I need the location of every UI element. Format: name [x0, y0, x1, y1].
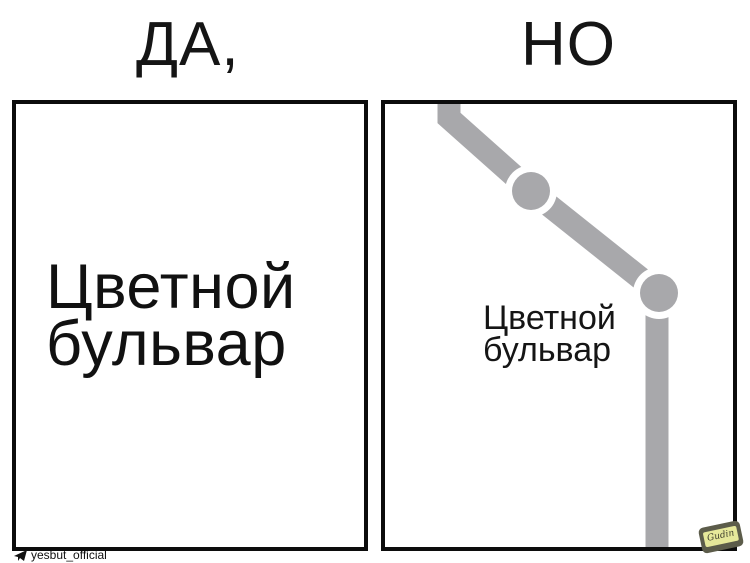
metro-line-map [437, 104, 685, 547]
telegram-icon [14, 549, 27, 561]
station-name-line1: Цветной [46, 252, 296, 322]
station-dot-1 [512, 172, 550, 210]
heading-yes: ДА, [136, 10, 240, 79]
station-name-small: Цветной бульвар [483, 299, 616, 369]
heading-but: НО [521, 10, 616, 79]
credit: yesbut_official [14, 548, 107, 562]
station-dot-2 [640, 274, 678, 312]
station-name-line2: бульвар [483, 331, 612, 369]
credit-handle: yesbut_official [31, 548, 107, 562]
station-name-line2: бульвар [46, 309, 287, 379]
panel-right: Цветной бульвар [381, 100, 737, 551]
station-name-line1: Цветной [483, 299, 616, 337]
metro-line [437, 104, 669, 547]
panel-left: Цветной бульвар [12, 100, 368, 551]
station-name-large: Цветной бульвар [46, 252, 296, 379]
artist-signature: Gudin [702, 525, 740, 548]
